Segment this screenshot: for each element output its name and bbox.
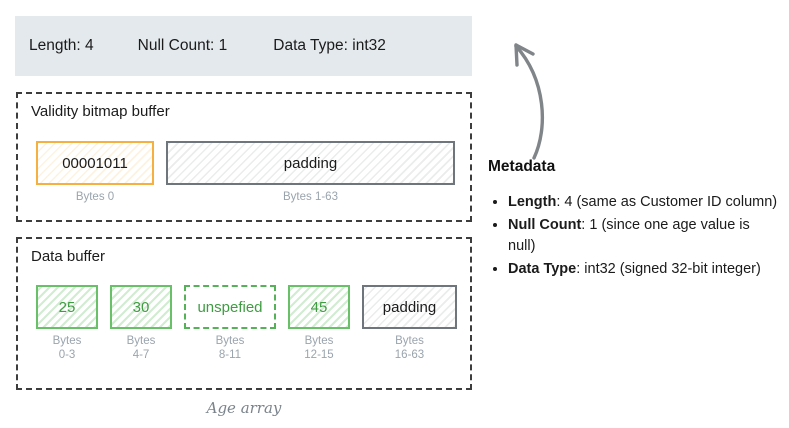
data-cell-3-bytes-label: Bytes 12-15 [304,335,334,361]
data-cell-1: 30 [110,285,172,329]
data-buffer-title: Data buffer [31,248,105,265]
metadata-chip-length: Length: 4 [29,37,94,54]
metadata-bullet-list: Length: 4 (same as Customer ID column) N… [488,192,780,280]
curved-arrow-icon [514,43,544,160]
data-cell-3: 45 [288,285,350,329]
metadata-summary-bar: Length: 4 Null Count: 1 Data Type: int32 [15,16,472,76]
metadata-chip-data-type: Data Type: int32 [273,37,386,54]
metadata-panel: Metadata Length: 4 (same as Customer ID … [488,158,780,282]
age-array-caption: Age array [206,399,282,417]
data-cell-1-bytes-label: Bytes 4-7 [126,335,156,361]
validity-bitmap-cell: 00001011 [36,141,154,185]
data-cell-2-bytes-label: Bytes 8-11 [215,335,245,361]
metadata-bullet-data-type-text: : int32 (signed 32-bit integer) [576,261,761,277]
data-cell-0: 25 [36,285,98,329]
metadata-bullet-data-type-label: Data Type [508,261,577,277]
validity-bitmap-cell-bytes-label: Bytes 0 [75,191,115,203]
metadata-bullet-data-type: Data Type: int32 (signed 32-bit integer) [508,259,780,280]
validity-padding-cell: padding [166,141,455,185]
metadata-panel-heading: Metadata [488,158,556,175]
validity-bitmap-buffer-title: Validity bitmap buffer [31,103,170,120]
metadata-bullet-null-count-label: Null Count [508,217,582,233]
metadata-bullet-length: Length: 4 (same as Customer ID column) [508,192,780,213]
metadata-bullet-null-count: Null Count: 1 (since one age value is nu… [508,215,780,257]
validity-padding-cell-bytes-label: Bytes 1-63 [283,191,338,203]
data-padding-cell-bytes-label: Bytes 16-63 [394,335,425,361]
metadata-bullet-length-text: : 4 (same as Customer ID column) [556,194,778,210]
data-cell-2-unspecified: unspefied [184,285,276,329]
metadata-bullet-null-count-text: : 1 (since one age value is null) [508,217,750,254]
data-padding-cell: padding [362,285,457,329]
metadata-chip-null-count: Null Count: 1 [137,37,228,54]
metadata-bullet-length-label: Length [508,194,557,210]
data-cell-0-bytes-label: Bytes 0-3 [52,335,82,361]
